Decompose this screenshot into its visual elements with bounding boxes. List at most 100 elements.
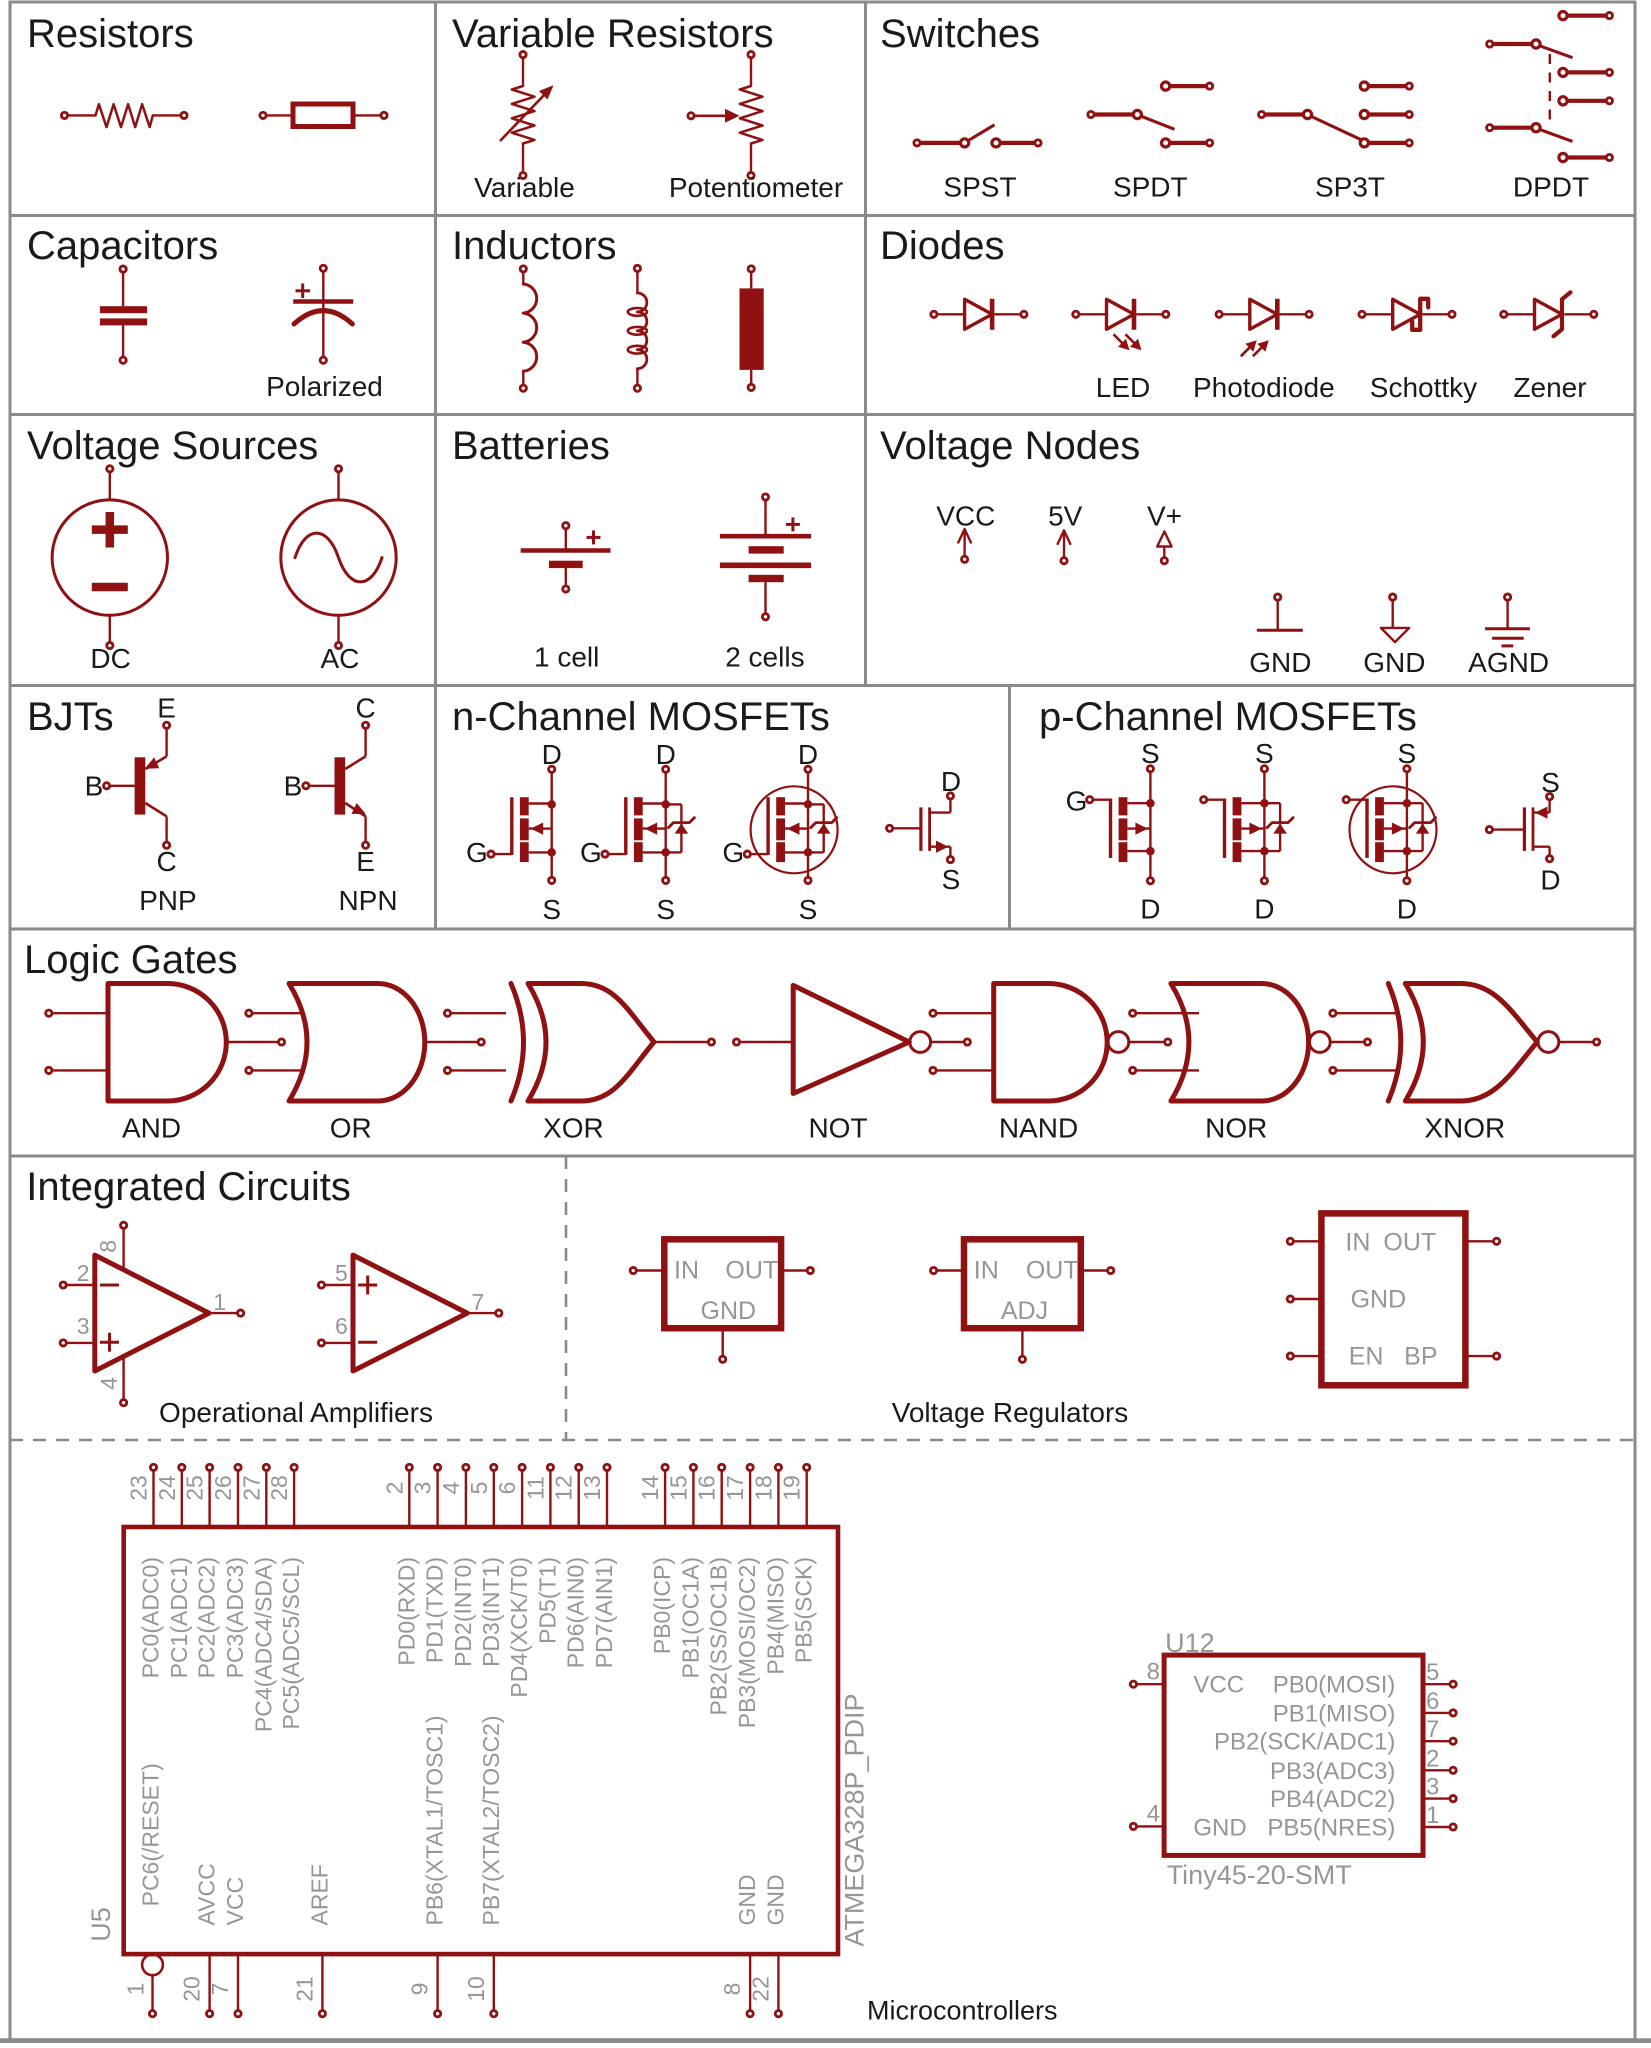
svg-text:D: D (656, 739, 676, 770)
svg-text:1: 1 (123, 1983, 149, 1996)
svg-text:S: S (799, 894, 818, 925)
svg-text:Operational Amplifiers: Operational Amplifiers (159, 1397, 433, 1428)
svg-text:S: S (1398, 738, 1417, 769)
svg-text:SPDT: SPDT (1113, 172, 1188, 203)
svg-text:OUT: OUT (725, 1256, 778, 1284)
svg-text:3: 3 (1426, 1774, 1439, 1801)
svg-text:C: C (355, 693, 375, 724)
svg-text:PC2(ADC2): PC2(ADC2) (194, 1557, 220, 1678)
svg-text:18: 18 (750, 1475, 776, 1501)
svg-text:1 cell: 1 cell (534, 642, 599, 673)
svg-text:D: D (1254, 894, 1274, 925)
svg-text:PB3(MOSI/OC2): PB3(MOSI/OC2) (734, 1557, 760, 1728)
svg-text:DPDT: DPDT (1513, 172, 1589, 203)
svg-text:E: E (157, 693, 176, 724)
svg-text:PB1(MISO): PB1(MISO) (1273, 1700, 1396, 1727)
svg-text:Schottky: Schottky (1370, 372, 1477, 403)
svg-text:U12: U12 (1165, 1628, 1215, 1658)
svg-text:PB4(ADC2): PB4(ADC2) (1270, 1786, 1395, 1813)
svg-text:13: 13 (579, 1475, 605, 1501)
svg-text:U5: U5 (86, 1907, 116, 1942)
svg-text:21: 21 (291, 1976, 317, 2002)
svg-text:22: 22 (747, 1976, 773, 2002)
svg-text:2: 2 (77, 1260, 90, 1286)
svg-text:8: 8 (719, 1983, 745, 1996)
svg-text:SP3T: SP3T (1315, 172, 1385, 203)
svg-text:PB0(MOSI): PB0(MOSI) (1273, 1672, 1396, 1699)
svg-text:ADJ: ADJ (1001, 1297, 1048, 1325)
svg-text:GND: GND (1193, 1815, 1246, 1842)
svg-text:EN: EN (1349, 1343, 1384, 1371)
svg-text:Batteries: Batteries (452, 424, 610, 468)
svg-text:D: D (941, 766, 961, 797)
svg-text:Resistors: Resistors (27, 12, 194, 56)
svg-text:IN: IN (974, 1256, 999, 1284)
svg-text:E: E (356, 846, 375, 877)
svg-text:GND: GND (762, 1874, 788, 1925)
svg-text:NAND: NAND (999, 1113, 1078, 1144)
svg-text:9: 9 (407, 1983, 433, 1996)
svg-text:G: G (722, 837, 744, 868)
svg-text:PNP: PNP (139, 885, 197, 916)
svg-text:12: 12 (551, 1475, 577, 1501)
svg-text:PD2(INT0): PD2(INT0) (450, 1557, 476, 1667)
svg-text:7: 7 (472, 1289, 485, 1315)
svg-text:VCC: VCC (222, 1877, 248, 1926)
svg-text:GND: GND (701, 1297, 757, 1325)
svg-text:3: 3 (410, 1482, 436, 1495)
svg-text:ATMEGA328P_PDIP: ATMEGA328P_PDIP (840, 1693, 870, 1946)
svg-text:2: 2 (381, 1482, 407, 1495)
svg-text:BJTs: BJTs (27, 695, 114, 739)
svg-text:PB2(SS/OC1B): PB2(SS/OC1B) (706, 1557, 732, 1716)
svg-text:D: D (1140, 894, 1160, 925)
svg-text:PB5(NRES): PB5(NRES) (1267, 1815, 1395, 1842)
svg-text:19: 19 (779, 1475, 805, 1501)
svg-text:IN: IN (674, 1256, 699, 1284)
svg-text:XOR: XOR (543, 1113, 604, 1144)
svg-text:28: 28 (266, 1475, 292, 1501)
svg-text:Integrated Circuits: Integrated Circuits (26, 1165, 351, 1209)
svg-text:Photodiode: Photodiode (1193, 372, 1335, 403)
svg-text:D: D (1540, 865, 1560, 896)
svg-text:XNOR: XNOR (1424, 1113, 1505, 1144)
svg-text:5: 5 (335, 1260, 348, 1286)
svg-text:B: B (85, 771, 104, 802)
svg-text:5V: 5V (1048, 501, 1083, 532)
svg-text:Switches: Switches (880, 12, 1040, 56)
svg-text:PC5(ADC5/SCL): PC5(ADC5/SCL) (278, 1557, 304, 1730)
svg-text:AVCC: AVCC (194, 1863, 220, 1925)
svg-text:PC1(ADC1): PC1(ADC1) (166, 1557, 192, 1678)
svg-text:26: 26 (210, 1475, 236, 1501)
svg-text:p-Channel MOSFETs: p-Channel MOSFETs (1039, 695, 1417, 739)
svg-text:PB2(SCK/ADC1): PB2(SCK/ADC1) (1214, 1729, 1395, 1756)
svg-text:PB1(OC1A): PB1(OC1A) (677, 1557, 703, 1678)
svg-text:Microcontrollers: Microcontrollers (867, 1996, 1058, 2026)
svg-text:6: 6 (494, 1482, 520, 1495)
svg-text:GND: GND (734, 1874, 760, 1925)
svg-text:PB5(SCK): PB5(SCK) (791, 1557, 817, 1663)
svg-text:8: 8 (1147, 1659, 1160, 1686)
svg-text:17: 17 (722, 1475, 748, 1501)
svg-text:V+: V+ (1147, 501, 1182, 532)
svg-text:GND: GND (1363, 647, 1425, 678)
svg-text:11: 11 (522, 1476, 548, 1500)
svg-text:OR: OR (330, 1113, 372, 1144)
svg-text:G: G (1066, 786, 1088, 817)
svg-text:PB0(ICP): PB0(ICP) (649, 1557, 675, 1654)
svg-text:AC: AC (320, 643, 359, 674)
svg-text:VCC: VCC (1193, 1672, 1244, 1699)
svg-text:24: 24 (154, 1475, 180, 1501)
svg-text:5: 5 (1426, 1659, 1439, 1686)
svg-text:14: 14 (637, 1475, 663, 1501)
svg-text:6: 6 (1426, 1688, 1439, 1715)
svg-text:PD0(RXD): PD0(RXD) (393, 1557, 419, 1666)
svg-text:Tiny45-20-SMT: Tiny45-20-SMT (1167, 1860, 1352, 1890)
svg-text:NOR: NOR (1205, 1113, 1267, 1144)
svg-text:G: G (466, 837, 488, 868)
svg-text:2 cells: 2 cells (725, 642, 804, 673)
svg-text:25: 25 (182, 1475, 208, 1501)
svg-text:5: 5 (466, 1482, 492, 1495)
svg-text:OUT: OUT (1026, 1256, 1079, 1284)
svg-text:IN: IN (1345, 1229, 1370, 1257)
svg-text:2: 2 (1426, 1745, 1439, 1772)
